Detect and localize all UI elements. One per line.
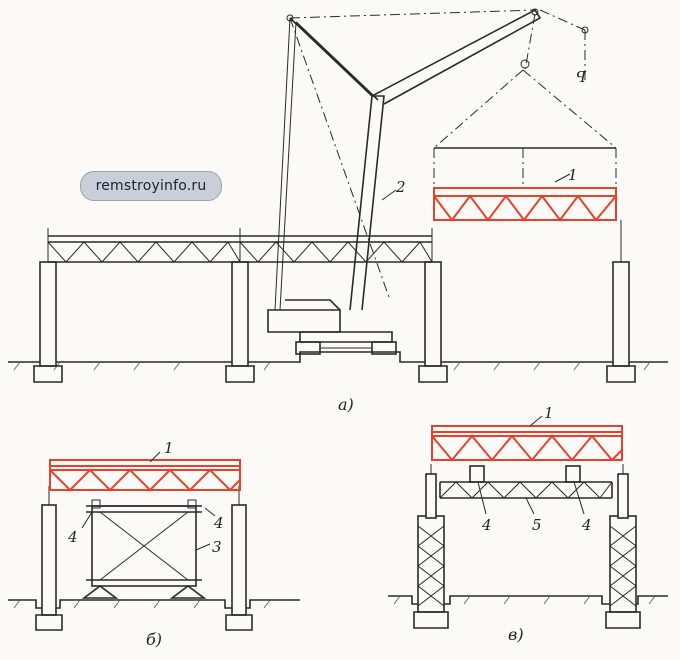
label-b-truss: 1 [164, 439, 174, 457]
beam-v [439, 465, 613, 499]
label-v-support-right: 4 [581, 516, 592, 534]
truss-v [431, 425, 623, 462]
panel-v: 1 4 5 4 в) [388, 404, 668, 644]
columns-v [413, 464, 641, 629]
label-a-crane: 2 [395, 178, 406, 196]
ground-line-v [388, 595, 668, 605]
caption-b: б) [146, 630, 162, 649]
panel-a: ꟼ 1 2 а) [8, 8, 668, 414]
label-v-support-left: 4 [481, 516, 492, 534]
label-b-support-right: 4 [213, 514, 224, 532]
crane: ꟼ [267, 8, 589, 355]
caption-a: а) [338, 395, 354, 414]
installed-trusses-a [47, 235, 433, 263]
ground-line-b [8, 599, 300, 609]
label-b-frame: 3 [212, 538, 222, 556]
watermark-badge: remstroyinfo.ru [80, 171, 222, 201]
columns-a [33, 220, 636, 383]
label-v-beam: 5 [532, 516, 542, 534]
ground-line-a [8, 351, 668, 363]
label-v-truss: 1 [544, 404, 554, 422]
ground-hatch-a [13, 361, 651, 371]
label-b-support-left: 4 [67, 528, 78, 546]
support-frame-b [81, 499, 207, 599]
caption-v: в) [508, 625, 524, 644]
truss-b [49, 459, 241, 492]
lifted-truss-a [433, 69, 617, 222]
label-a-truss: 1 [568, 166, 578, 184]
panel-b: 1 4 4 3 б) [8, 439, 300, 649]
svg-text:ꟼ: ꟼ [576, 68, 587, 86]
